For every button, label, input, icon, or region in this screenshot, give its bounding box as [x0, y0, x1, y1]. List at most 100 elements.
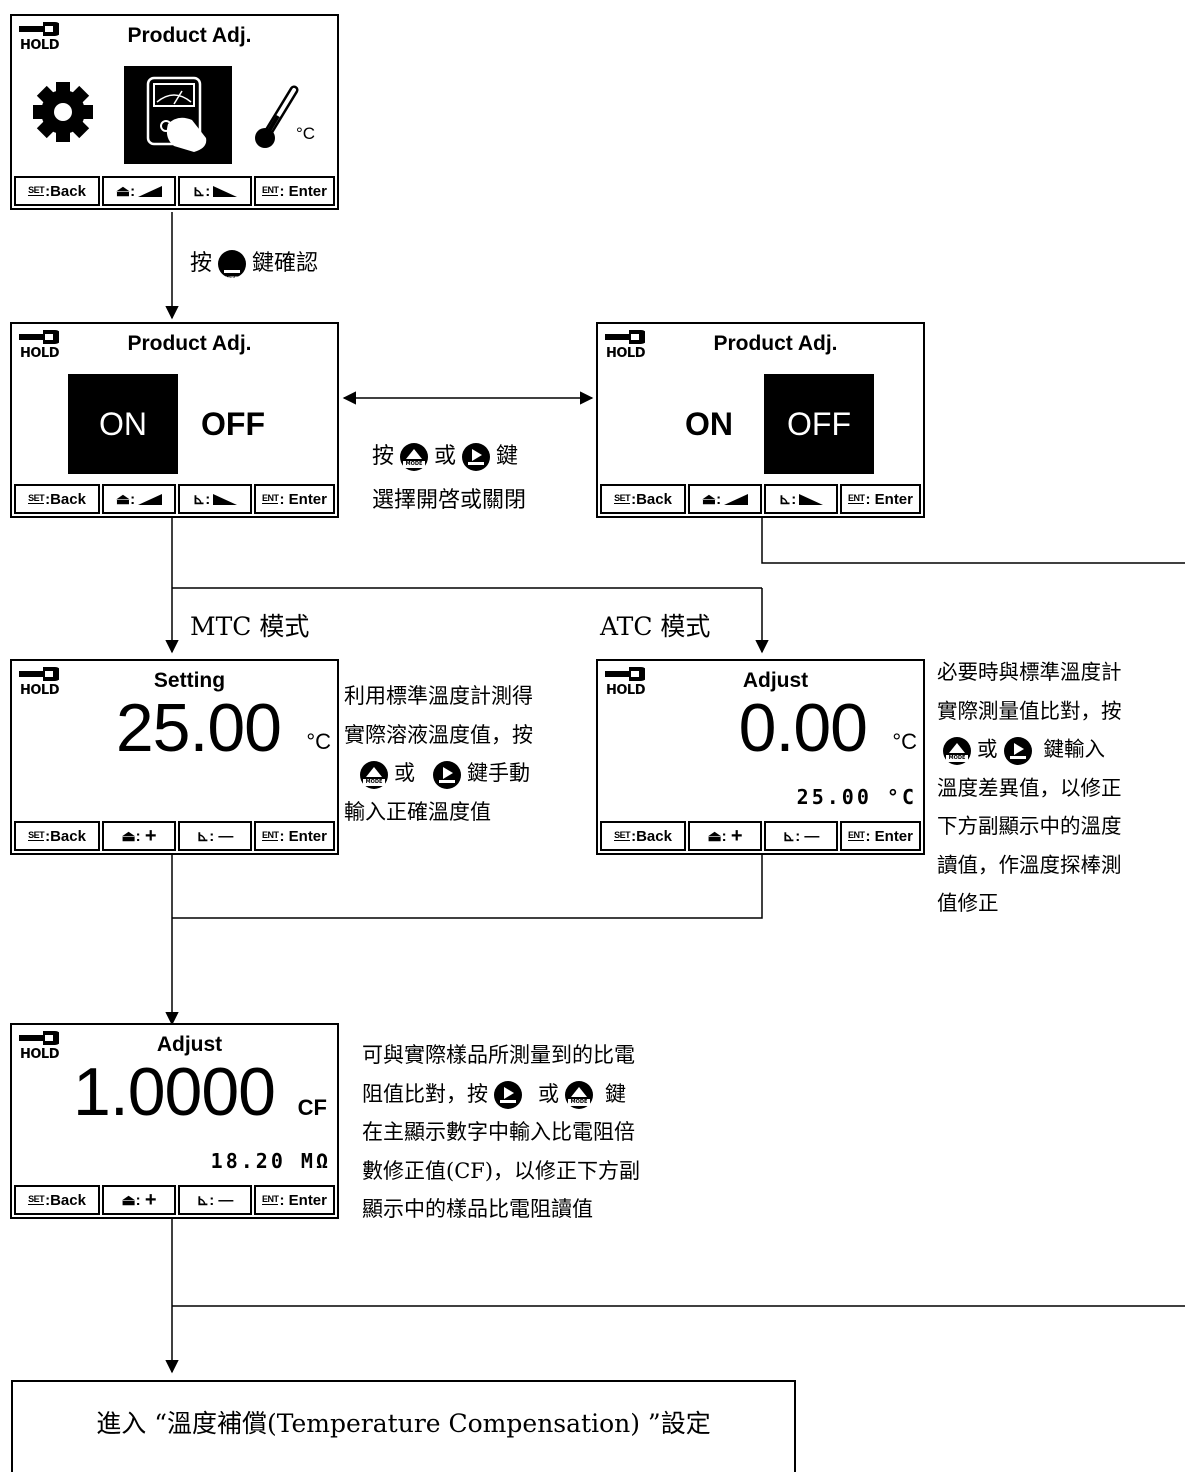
option-on[interactable]: ON [68, 374, 178, 474]
step-icon: ⊾ [782, 828, 796, 845]
set-back-key[interactable]: SET:Back [600, 484, 686, 514]
ramp-up-icon [138, 185, 163, 197]
screen-title: Product Adj. [713, 332, 838, 355]
main-reading: 1.0000 [73, 1054, 276, 1130]
step-icon: ⊾ [192, 491, 206, 508]
right-key-icon [433, 760, 461, 789]
eject-icon: ⏏ [121, 1192, 136, 1209]
enter-key-icon: ENTER [218, 250, 247, 283]
unit-label: °C [892, 729, 917, 754]
soft-key-bar: SET:Back ⏏: + ⊾: — ENT: Enter [600, 821, 921, 851]
minus-key[interactable]: ⊾: — [178, 1185, 252, 1215]
ent-enter-key[interactable]: ENT: Enter [840, 484, 921, 514]
screen-title: Adjust [742, 669, 809, 692]
lcd-product-adj-menu: HOLD Product Adj. °C SET:Back ⏏: ⊾: [10, 14, 339, 210]
main-reading: 0.00 [738, 690, 868, 766]
ent-enter-key[interactable]: ENT: Enter [254, 1185, 335, 1215]
gear-icon [33, 82, 93, 142]
eject-icon: ⏏ [115, 491, 131, 508]
lcd-atc-adjust: HOLD Adjust 0.00 °C 25.00 °C SET:Back ⏏:… [596, 659, 925, 855]
hold-wrench-icon: HOLD [19, 22, 60, 56]
mtc-mode-label: MTC 模式 [190, 612, 310, 641]
up-key[interactable]: ⏏: [102, 176, 176, 206]
up-key[interactable]: ⏏: [688, 484, 762, 514]
meter-probe-icon [124, 66, 232, 164]
set-back-key[interactable]: SET:Back [600, 821, 686, 851]
mode-key-icon: MODE [943, 736, 971, 765]
ent-enter-key[interactable]: ENT: Enter [840, 821, 921, 851]
hold-wrench-icon: HOLD [605, 330, 646, 364]
ramp-up-icon [138, 493, 163, 505]
soft-key-bar: SET:Back ⏏: + ⊾: — ENT: Enter [14, 1185, 335, 1215]
main-reading: 25.00 [115, 690, 282, 766]
option-on[interactable]: ON [685, 405, 733, 442]
option-off[interactable]: OFF [201, 405, 265, 442]
screen-title: Setting [153, 669, 226, 692]
ramp-up-icon [724, 493, 749, 505]
lcd-off-selected: HOLD Product Adj. ON OFF SET:Back ⏏: ⊾: … [596, 322, 925, 518]
plus-key[interactable]: ⏏: + [102, 1185, 176, 1215]
minus-key[interactable]: ⊾: — [764, 821, 838, 851]
minus-key[interactable]: ⊾: — [178, 821, 252, 851]
right-key[interactable]: ⊾: [178, 176, 252, 206]
eject-icon: ⏏ [115, 183, 131, 200]
set-back-key[interactable]: SET:Back [14, 1185, 100, 1215]
screen-title: Adjust [156, 1033, 223, 1056]
sub-reading: 18.20 MΩ [210, 1149, 331, 1173]
sub-reading: 25.00 °C [796, 785, 917, 809]
final-step-text: 進入 “溫度補償(Temperature Compensation) ”設定 [96, 1409, 711, 1438]
step-icon: ⊾ [778, 491, 792, 508]
right-key[interactable]: ⊾: [178, 484, 252, 514]
hold-wrench-icon: HOLD [19, 330, 60, 364]
option-off[interactable]: OFF [764, 374, 874, 474]
set-back-key[interactable]: SET:Back [14, 821, 100, 851]
mode-key-icon: MODE [565, 1081, 593, 1109]
lcd-cf-adjust: HOLD Adjust 1.0000 CF 18.20 MΩ SET:Back … [10, 1023, 339, 1219]
lcd-on-selected: HOLD Product Adj. ON OFF SET:Back ⏏: ⊾: … [10, 322, 339, 518]
up-key[interactable]: ⏏: [102, 484, 176, 514]
step-icon: ⊾ [192, 183, 206, 200]
step-icon: ⊾ [196, 828, 210, 845]
celsius-label: °C [296, 124, 316, 143]
thermometer-icon [255, 85, 299, 148]
ent-enter-key[interactable]: ENT: Enter [254, 484, 335, 514]
lcd-mtc-setting: HOLD Setting 25.00 °C SET:Back ⏏: + ⊾: —… [10, 659, 339, 855]
set-back-key[interactable]: SET:Back [14, 484, 100, 514]
right-key-icon [494, 1081, 522, 1109]
soft-key-bar: SET:Back ⏏: + ⊾: — ENT: Enter [14, 821, 335, 851]
step-icon: ⊾ [196, 1192, 210, 1209]
screen-title: Product Adj. [127, 24, 252, 47]
ramp-right-icon [213, 493, 238, 505]
screen-title: Product Adj. [127, 332, 252, 355]
eject-icon: ⏏ [121, 828, 136, 845]
ramp-right-icon [799, 493, 824, 505]
unit-label: CF [297, 1095, 327, 1120]
unit-label: °C [306, 729, 331, 754]
hold-wrench-icon: HOLD [19, 667, 60, 701]
ent-enter-key[interactable]: ENT: Enter [254, 821, 335, 851]
hold-wrench-icon: HOLD [605, 667, 646, 701]
right-key-icon [1003, 736, 1032, 765]
plus-key[interactable]: ⏏: + [688, 821, 762, 851]
soft-key-bar: SET:Back ⏏: ⊾: ENT: Enter [14, 176, 335, 206]
mode-key-icon: MODE [400, 443, 429, 471]
set-back-key[interactable]: SET:Back [14, 176, 100, 206]
temperature-compensation-box: 進入 “溫度補償(Temperature Compensation) ”設定 [11, 1380, 796, 1472]
right-key[interactable]: ⊾: [764, 484, 838, 514]
atc-mode-label: ATC 模式 [600, 612, 711, 641]
eject-icon: ⏏ [707, 828, 722, 845]
soft-key-bar: SET:Back ⏏: ⊾: ENT: Enter [14, 484, 335, 514]
plus-key[interactable]: ⏏: + [102, 821, 176, 851]
soft-key-bar: SET:Back ⏏: ⊾: ENT: Enter [600, 484, 921, 514]
right-key-icon [462, 443, 491, 471]
hold-wrench-icon: HOLD [19, 1031, 60, 1065]
ramp-right-icon [213, 185, 238, 197]
mode-key-icon: MODE [360, 760, 388, 789]
ent-enter-key[interactable]: ENT: Enter [254, 176, 335, 206]
